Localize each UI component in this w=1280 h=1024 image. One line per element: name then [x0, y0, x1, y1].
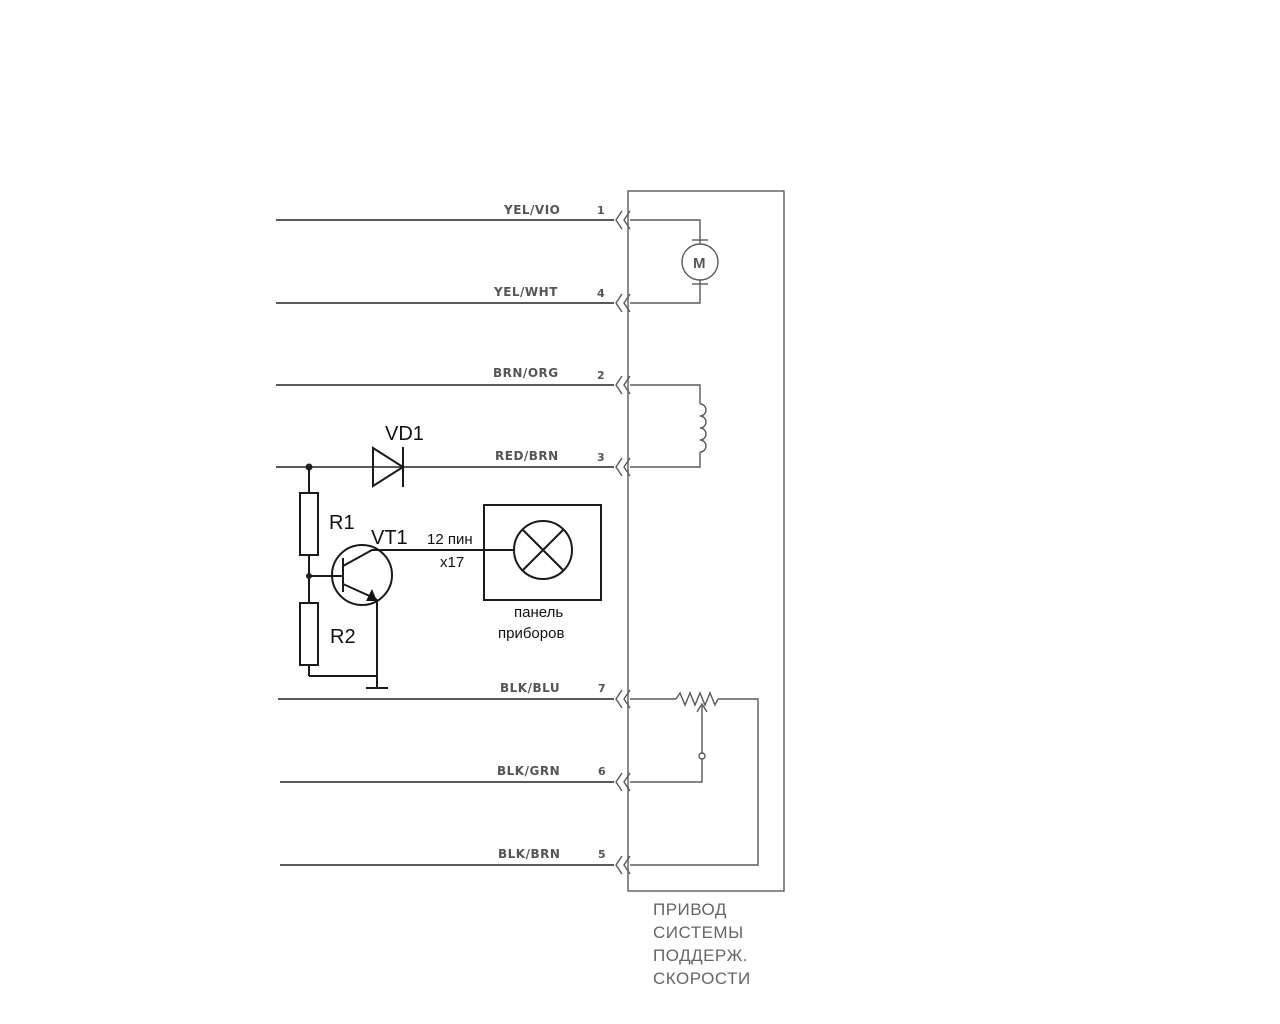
resistor-r2	[299, 602, 319, 666]
added-circuit: VD1 R1 R2 VT1 12 пин x17 панель	[299, 423, 602, 689]
diode-vd1	[372, 446, 405, 488]
connector-chevron-4	[615, 293, 631, 313]
caption-line-2: СИСТЕМЫ	[653, 923, 744, 942]
r1-label: R1	[329, 512, 355, 534]
caption-line-1: ПРИВОД	[653, 900, 727, 919]
caption-line-4: СКОРОСТИ	[653, 969, 751, 988]
connector-note: x17	[440, 554, 464, 571]
motor-label: M	[693, 255, 706, 272]
pin-number-5: 5	[598, 848, 606, 861]
wire-label-2: BRN/ORG	[493, 366, 559, 380]
caption-line-3: ПОДДЕРЖ.	[653, 946, 748, 965]
pin-number-1: 1	[597, 204, 605, 217]
connector-chevron-6	[615, 772, 631, 792]
wires	[276, 219, 614, 866]
pin-number-6: 6	[598, 765, 606, 778]
motor: M	[630, 219, 719, 304]
pin-number-2: 2	[597, 369, 605, 382]
connector-pins	[615, 210, 631, 875]
instrument-panel-box	[483, 504, 602, 601]
diode-label: VD1	[385, 423, 424, 445]
connector-chevron-7	[615, 689, 631, 709]
actuator-caption: ПРИВОД СИСТЕМЫ ПОДДЕРЖ. СКОРОСТИ	[653, 900, 751, 988]
wire-label-1: YEL/VIO	[503, 203, 560, 217]
connector-chevron-3	[615, 457, 631, 477]
connector-chevron-2	[615, 375, 631, 395]
connector-chevron-5	[615, 855, 631, 875]
vt1-label: VT1	[371, 527, 408, 549]
solenoid-coil	[630, 384, 707, 468]
panel-label-line1: панель	[514, 604, 563, 621]
potentiometer	[630, 691, 759, 866]
actuator-box	[627, 190, 785, 892]
lamp-icon	[513, 520, 573, 580]
wire-label-5: BLK/BRN	[498, 847, 560, 861]
resistor-r1	[299, 492, 319, 556]
panel-label-line2: приборов	[498, 625, 564, 642]
wire-label-7: BLK/BLU	[500, 681, 560, 695]
pin-note: 12 пин	[427, 531, 473, 548]
wire-label-4: YEL/WHT	[493, 285, 558, 299]
r2-label: R2	[330, 626, 356, 648]
connector-chevron-1	[615, 210, 631, 230]
pin-number-3: 3	[597, 451, 605, 464]
wire-label-3: RED/BRN	[495, 449, 559, 463]
pin-number-7: 7	[598, 682, 606, 695]
pin-number-4: 4	[597, 287, 605, 300]
transistor-vt1	[331, 544, 393, 606]
wire-label-6: BLK/GRN	[497, 764, 560, 778]
